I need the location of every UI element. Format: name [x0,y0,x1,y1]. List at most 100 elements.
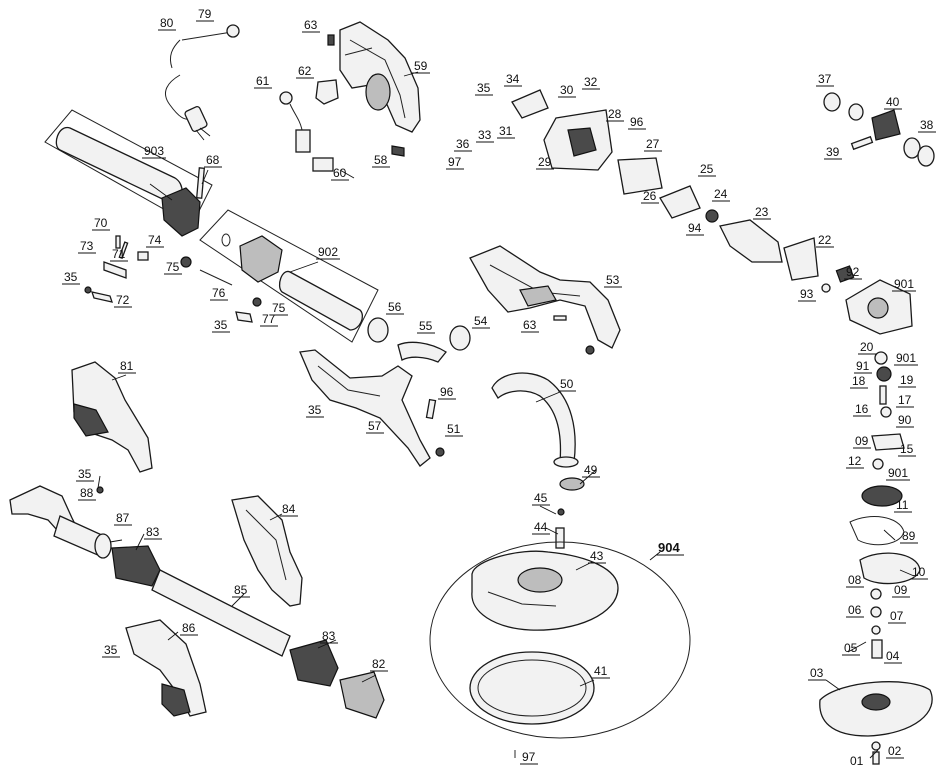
part-label-75-a: 75 [166,260,180,274]
part-label-29: 29 [538,155,552,169]
part-label-07: 07 [890,609,904,623]
part-label-32: 32 [584,75,598,89]
part-label-901-c: 901 [888,466,908,480]
part-label-03: 03 [810,666,824,680]
part-label-85: 85 [234,583,248,597]
part-label-84: 84 [282,502,296,516]
part-label-90: 90 [898,413,912,427]
part-label-30: 30 [560,83,574,97]
part-label-45: 45 [534,491,548,505]
part-label-25: 25 [700,162,714,176]
part-label-41: 41 [594,664,608,678]
connectors-55 [367,317,471,363]
small-parts-left [84,235,262,323]
hose-50 [491,372,585,549]
part-label-02: 02 [888,744,902,758]
part-label-56: 56 [388,300,402,314]
handle-81 [71,361,153,494]
tube-box-902 [199,209,379,343]
part-label-20: 20 [860,340,874,354]
part-label-75-b: 75 [272,301,286,315]
part-label-82: 82 [372,657,386,671]
part-label-50: 50 [560,377,574,391]
part-label-901-b: 901 [896,351,916,365]
part-label-44: 44 [534,520,548,534]
part-label-35-a: 35 [477,81,491,95]
part-label-68: 68 [206,153,220,167]
part-label-08: 08 [848,573,862,587]
part-label-15: 15 [900,442,914,456]
gear-parts [823,92,935,167]
part-label-77: 77 [262,312,276,326]
part-label-903: 903 [144,144,164,158]
part-label-902: 902 [318,245,338,259]
part-label-01: 01 [850,754,864,768]
part-label-60: 60 [333,166,347,180]
switch-assembly [279,79,405,172]
part-label-901-a: 901 [894,277,914,291]
part-label-63-b: 63 [523,318,537,332]
part-label-27: 27 [646,137,660,151]
part-label-35-b: 35 [64,270,78,284]
part-label-86: 86 [182,621,196,635]
handle-53 [469,245,621,355]
motor-parts [511,89,913,335]
part-label-18: 18 [852,374,866,388]
part-label-16: 16 [855,402,869,416]
part-label-63: 63 [304,18,318,32]
part-label-11: 11 [896,498,909,512]
part-label-73: 73 [80,239,94,253]
part-label-24: 24 [714,187,728,201]
tube-assembly-88 [9,485,291,657]
tube-box-903 [44,109,213,237]
part-label-97-b: 97 [522,750,536,764]
part-label-49: 49 [584,463,598,477]
part-label-05: 05 [844,641,858,655]
part-label-10: 10 [912,565,926,579]
part-label-74: 74 [148,233,162,247]
part-label-28: 28 [608,107,622,121]
part-label-80: 80 [160,16,174,30]
part-label-70: 70 [94,216,108,230]
part-label-93: 93 [800,287,814,301]
handle-84 [231,495,303,607]
part-label-72: 72 [116,293,130,307]
part-label-55: 55 [419,319,433,333]
part-label-38: 38 [920,118,934,132]
part-label-57: 57 [368,419,382,433]
part-label-22: 22 [818,233,832,247]
part-label-79: 79 [198,7,212,21]
power-cord [165,24,240,141]
part-label-81: 81 [120,359,134,373]
leader-lines [97,71,915,759]
part-label-96-b: 96 [440,385,454,399]
group-904 [429,541,691,739]
part-label-61: 61 [256,74,270,88]
part-label-76: 76 [212,286,226,300]
part-label-34: 34 [506,72,520,86]
part-label-17: 17 [898,393,912,407]
part-label-35-d: 35 [78,467,92,481]
part-label-35-c: 35 [214,318,228,332]
part-label-31: 31 [499,124,513,138]
part-label-35-f: 35 [308,403,322,417]
part-label-97-a: 97 [448,155,462,169]
part-label-51: 51 [447,422,461,436]
part-label-71: 71 [112,247,126,261]
part-label-83-b: 83 [322,629,336,643]
tube-assembly-82 [125,619,385,719]
part-label-04: 04 [886,649,900,663]
part-label-12: 12 [848,454,862,468]
part-label-92: 92 [846,265,860,279]
part-label-53: 53 [606,273,620,287]
part-label-87: 87 [116,511,130,525]
part-label-89: 89 [902,529,916,543]
part-label-23: 23 [755,205,769,219]
motor-housing-59 [327,21,421,133]
part-label-43: 43 [590,549,604,563]
part-label-37: 37 [818,72,832,86]
part-label-88: 88 [80,486,94,500]
part-label-36: 36 [456,137,470,151]
part-label-83-a: 83 [146,525,160,539]
